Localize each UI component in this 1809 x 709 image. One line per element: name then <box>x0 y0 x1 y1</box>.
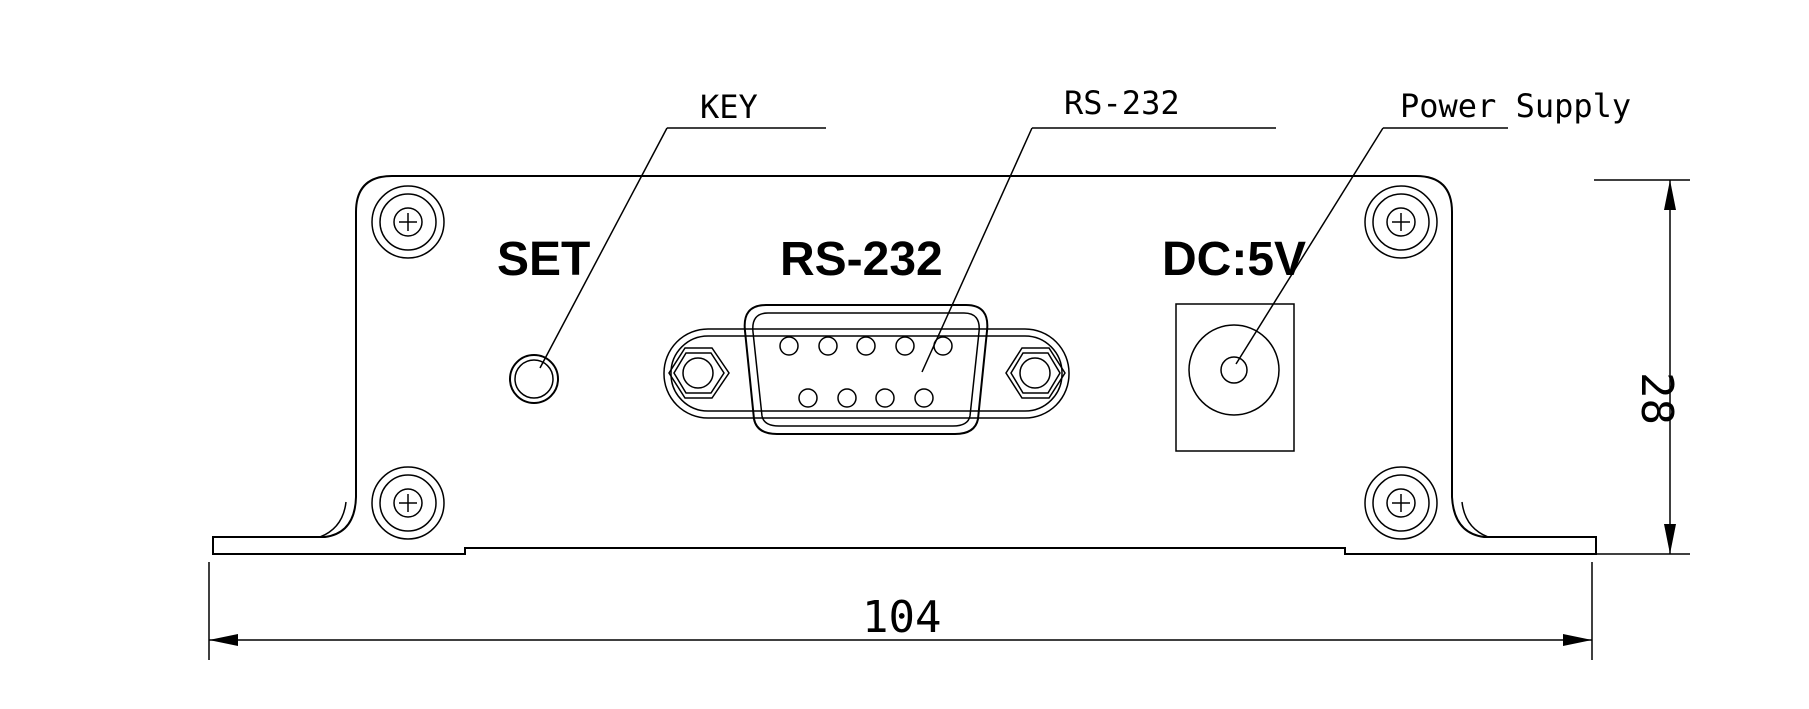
key-callout: KEY <box>539 88 826 369</box>
key-callout-label: KEY <box>700 88 758 126</box>
rs232-callout-label: RS-232 <box>1064 84 1180 122</box>
screw-bottom-right-icon <box>1364 466 1438 540</box>
height-dimension-value: 28 <box>1631 372 1682 425</box>
key-button-icon <box>509 354 559 404</box>
set-label: SET <box>497 233 590 286</box>
width-dimension-value: 104 <box>862 592 941 643</box>
width-dimension: 104 <box>208 562 1593 660</box>
height-dimension: 28 <box>1594 179 1690 555</box>
screw-bottom-left-icon <box>371 466 445 540</box>
rs232-panel-label: RS-232 <box>780 233 943 286</box>
db9-connector-icon <box>663 304 1070 435</box>
left-flange-fillet <box>319 501 347 538</box>
dc-power-jack-icon <box>1175 303 1295 452</box>
power-supply-callout: Power Supply <box>1235 87 1631 365</box>
rs232-callout: RS-232 <box>921 84 1276 373</box>
screw-top-right-icon <box>1364 185 1438 259</box>
right-flange-fillet <box>1461 501 1489 538</box>
screw-top-left-icon <box>371 185 445 259</box>
dc-label: DC:5V <box>1162 233 1306 286</box>
power-supply-callout-label: Power Supply <box>1400 87 1631 125</box>
device-body-outline <box>212 175 1597 555</box>
